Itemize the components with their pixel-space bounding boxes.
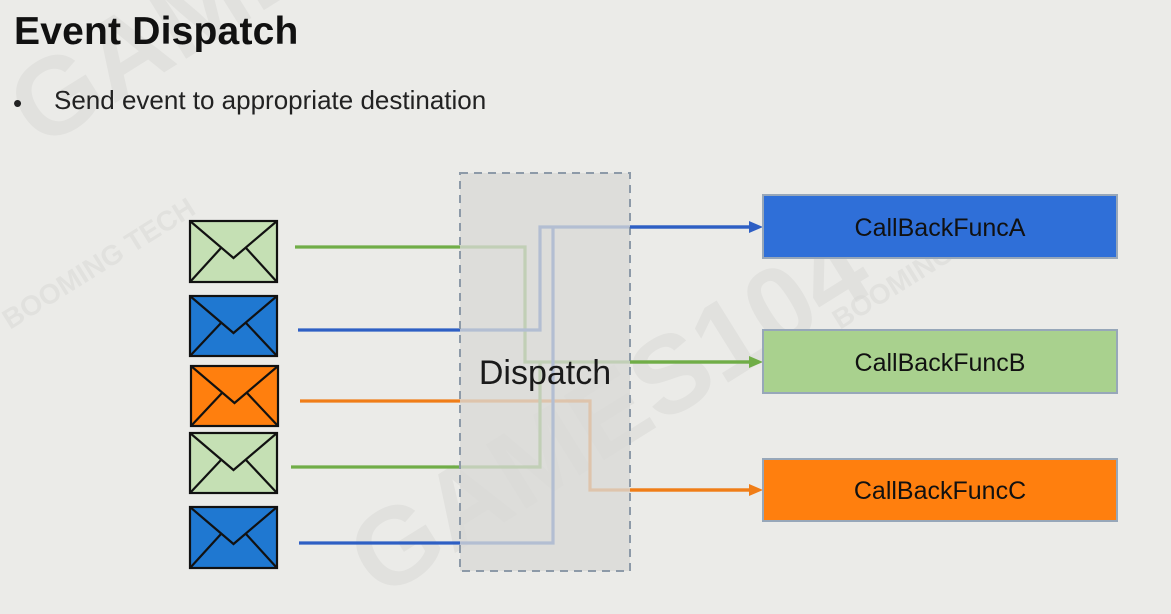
envelope-icon-blue-1 (188, 294, 279, 358)
bullet-text: Send event to appropriate destination (54, 85, 487, 115)
callback-c-label: CallBackFuncC (854, 477, 1026, 505)
outgoing-arrows (630, 221, 763, 496)
envelope-icon-orange (189, 364, 280, 428)
arrowhead-callback-c (749, 484, 763, 496)
dispatch-box: Dispatch (459, 172, 631, 572)
bullet-marker: • (13, 88, 23, 118)
arrowhead-callback-b (749, 356, 763, 368)
envelope-icon-blue-2 (188, 505, 279, 570)
envelope-icon-green-1 (188, 219, 279, 284)
callback-c-box: CallBackFuncC (762, 458, 1118, 522)
callback-b-label: CallBackFuncB (855, 349, 1026, 377)
watermark-subtext-1: BOOMING TECH (0, 192, 201, 335)
callback-a-label: CallBackFuncA (855, 214, 1026, 242)
dispatch-label: Dispatch (479, 354, 611, 392)
slide-title: Event Dispatch (14, 10, 299, 53)
envelope-icon-green-2 (188, 431, 279, 495)
callback-b-box: CallBackFuncB (762, 329, 1118, 394)
arrowhead-callback-a (749, 221, 763, 233)
event-envelopes (188, 219, 280, 570)
callback-a-box: CallBackFuncA (762, 194, 1118, 259)
callback-boxes: CallBackFuncA CallBackFuncB CallBackFunc… (762, 194, 1118, 522)
